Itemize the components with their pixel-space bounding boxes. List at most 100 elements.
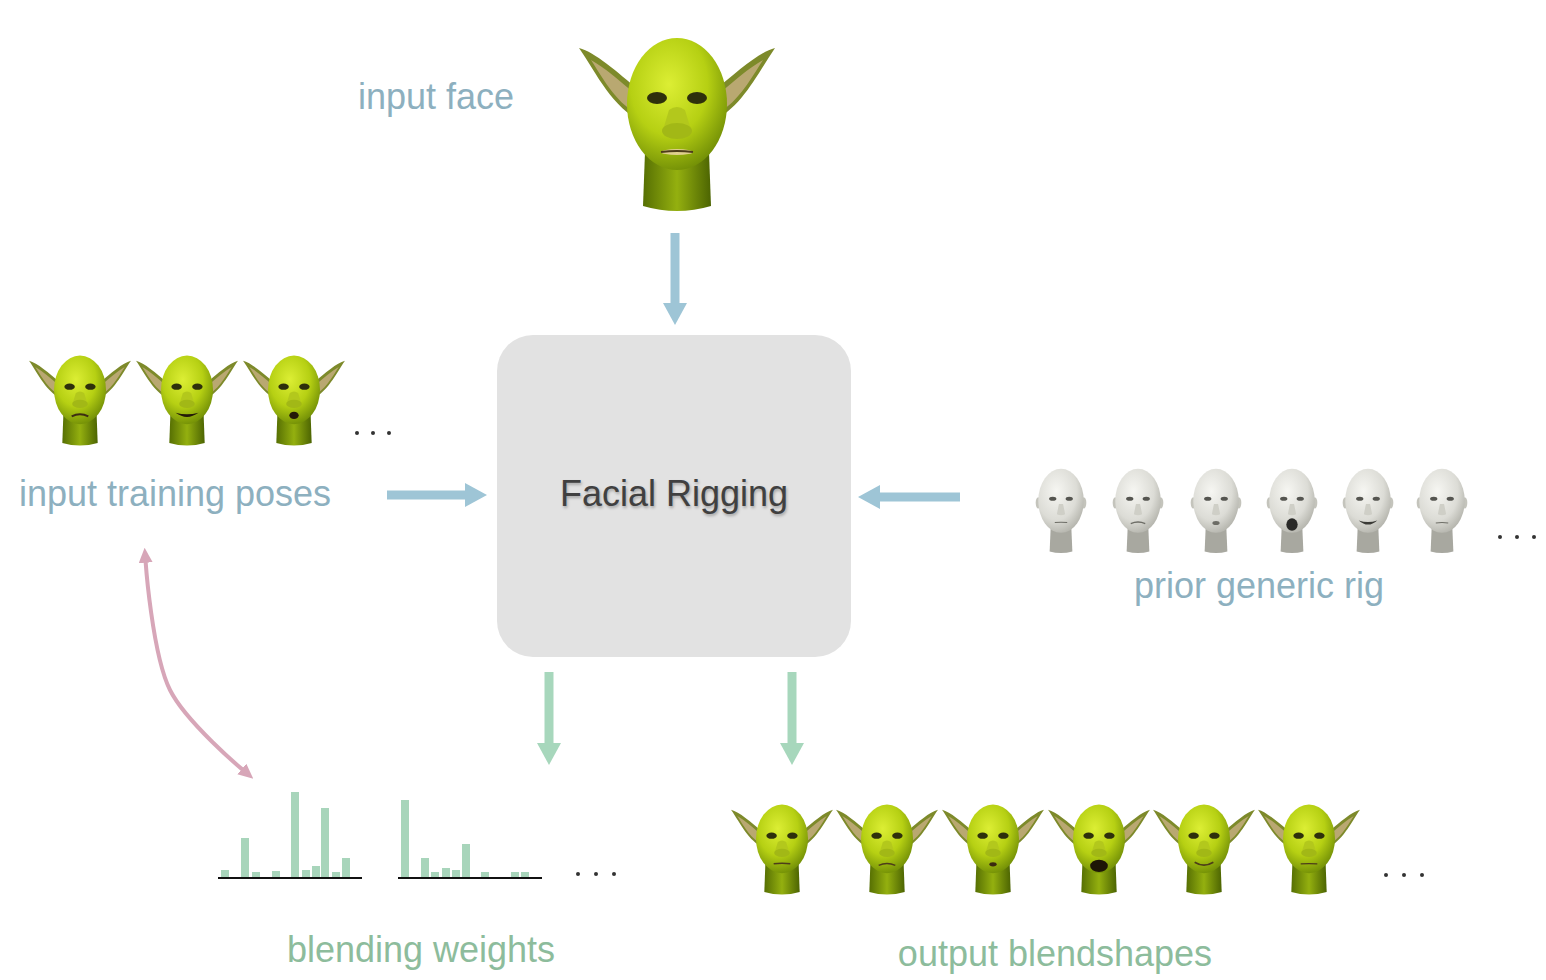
illustration-part: [398, 877, 542, 879]
illustration-part: [421, 858, 429, 878]
illustration-part: [1384, 873, 1388, 877]
connector-arrow: [788, 672, 797, 744]
ellipsis-dots: [576, 872, 616, 876]
illustration-part: [272, 871, 280, 878]
illustration-part: [29, 356, 131, 446]
illustration-part: [72, 414, 89, 416]
illustration-part: [221, 870, 229, 878]
illustration-part: [176, 413, 199, 417]
goblin-head: [29, 356, 131, 446]
illustration-part: [1131, 522, 1145, 524]
illustration-group: prior generic rig: [1025, 455, 1542, 610]
illustration-group: input training poses: [10, 338, 380, 515]
generic-head: [1113, 469, 1164, 553]
weight-bars: [218, 792, 362, 878]
generic-head: [1267, 469, 1318, 553]
illustration-group: output blendshapes: [728, 788, 1430, 976]
illustration-part: [1417, 469, 1468, 553]
illustration-part: [1286, 518, 1297, 530]
group-caption: blending weights: [287, 929, 555, 970]
illustration-part: [243, 356, 345, 446]
illustration-part: [452, 870, 460, 878]
illustration-part: [1113, 469, 1164, 553]
illustration-part: [442, 868, 450, 878]
illustration-part: [612, 872, 616, 876]
goblin-head: [579, 38, 775, 211]
illustration-part: [312, 866, 320, 878]
illustration-part: [136, 356, 238, 446]
ellipsis-dots: [355, 431, 391, 435]
generic-head: [1191, 469, 1242, 553]
goblin-head: [1153, 805, 1255, 895]
illustration-part: [1498, 535, 1502, 539]
illustration-part: [401, 800, 409, 878]
illustration-part: [1436, 522, 1448, 524]
illustration-part: [1267, 469, 1318, 553]
illustration-part: [1515, 535, 1519, 539]
illustration-part: [1420, 873, 1424, 877]
illustration-part: [1191, 469, 1242, 553]
illustration-part: [661, 149, 693, 155]
goblin-head: [136, 356, 238, 446]
generic-head: [1036, 469, 1087, 553]
illustration-part: [321, 808, 329, 878]
illustration-part: [1532, 535, 1536, 539]
illustration-part: [291, 792, 299, 878]
illustration-group: blending weights: [212, 785, 625, 973]
goblin-head: [942, 805, 1044, 895]
illustration-part: [942, 805, 1044, 895]
connector-arrow: [879, 493, 960, 502]
illustration-part: [1153, 805, 1255, 895]
illustration-part: [594, 872, 598, 876]
connector-arrow: [545, 672, 554, 744]
illustration-part: [1402, 873, 1406, 877]
group-caption: input training poses: [19, 473, 331, 514]
generic-head: [1343, 469, 1394, 553]
goblin-head: [1258, 805, 1360, 895]
goblin-head: [243, 356, 345, 446]
illustration-part: [1195, 862, 1214, 865]
illustration-part: [387, 431, 391, 435]
ellipsis-dots: [1384, 873, 1424, 877]
illustration-part: [289, 412, 298, 419]
ellipsis-dots: [1498, 535, 1536, 539]
group-caption: output blendshapes: [898, 933, 1212, 974]
illustration-part: [1258, 805, 1360, 895]
illustration-part: [836, 805, 938, 895]
illustration-part: [774, 863, 791, 865]
illustration-part: [1359, 520, 1378, 524]
illustration-part: [661, 151, 693, 152]
generic-head: [1417, 469, 1468, 553]
illustration-part: [241, 838, 249, 878]
illustration-part: [1036, 469, 1087, 553]
illustration-part: [1343, 469, 1394, 553]
illustration-part: [989, 862, 996, 866]
illustration-part: [1301, 863, 1318, 865]
illustration-part: [342, 858, 350, 878]
illustration-part: [371, 431, 375, 435]
weight-bars: [398, 800, 542, 878]
illustration-group: input face: [350, 10, 785, 215]
illustration-part: [302, 870, 310, 878]
illustration-part: [1055, 522, 1067, 523]
goblin-head: [731, 805, 833, 895]
illustration-part: [579, 38, 775, 211]
illustration-part: [731, 805, 833, 895]
illustration-part: [879, 864, 896, 866]
group-caption: prior generic rig: [1134, 565, 1384, 606]
illustration-part: [1090, 860, 1108, 872]
process-label: Facial Rigging: [560, 473, 788, 514]
illustration-part: [576, 872, 580, 876]
illustration-part: [355, 431, 359, 435]
group-caption: input face: [358, 76, 514, 117]
goblin-head: [1048, 805, 1150, 895]
connector-arrow: [387, 491, 466, 500]
connector-arrow: [671, 233, 680, 304]
process-box: Facial Rigging: [497, 335, 851, 657]
illustration-part: [1048, 805, 1150, 895]
illustration-part: [218, 877, 362, 879]
connector-arrow: [146, 562, 243, 770]
illustration-part: [462, 844, 470, 878]
goblin-head: [836, 805, 938, 895]
